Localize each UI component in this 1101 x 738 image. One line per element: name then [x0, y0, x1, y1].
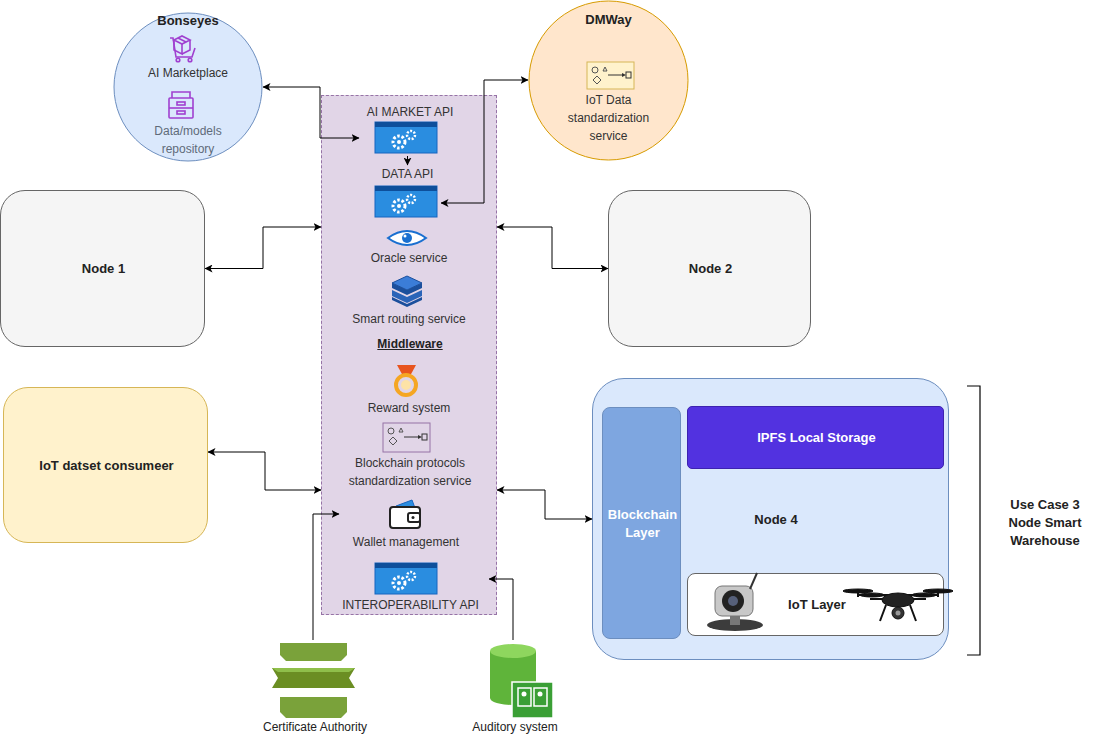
circle-shape — [529, 1, 688, 160]
api-item: DATA API — [374, 165, 441, 220]
node-label: Node 1 — [1, 260, 206, 278]
service-item: Reward system — [356, 364, 462, 417]
external-system: Auditory system — [440, 640, 590, 738]
node-label: IoT datset consumeer — [4, 457, 209, 475]
node-label: Smart routing service — [339, 310, 479, 328]
connector-arrow — [208, 452, 321, 490]
service-item: Wallet management — [339, 501, 473, 551]
bracket-label: Use Case 3 Node Smart Warehouse — [1001, 496, 1089, 550]
node-label: Wallet management — [339, 533, 473, 551]
node-label: Bonseyes — [113, 12, 263, 30]
service-item: Smart routing service — [339, 276, 479, 328]
api-icon — [375, 186, 437, 217]
circle-shape — [114, 13, 262, 161]
connector-arrow — [263, 87, 359, 138]
process-icon — [587, 62, 634, 89]
service-item: Blockchain protocols standardization ser… — [335, 424, 485, 492]
connector-arrow — [313, 514, 339, 640]
node-label: DMWay — [528, 11, 689, 29]
middleware-band: Middleware AI MARKET API DATA API Oracle se… — [321, 95, 497, 615]
routing-icon — [392, 276, 422, 307]
node-label: Blockchain protocols standardization ser… — [335, 454, 485, 490]
node-label: Blockchain Layer — [603, 506, 682, 542]
external-system: Certificate Authority — [240, 640, 390, 738]
node-label: INTEROPERABILITY API — [332, 596, 489, 614]
api-icon — [375, 122, 437, 153]
node-label: IoT Layer — [767, 596, 867, 614]
connector-arrow — [441, 80, 528, 203]
connector-arrow — [407, 156, 408, 165]
node-text: AI Marketplace — [113, 64, 263, 82]
node-label: Certificate Authority — [240, 718, 390, 736]
node-box: Node 2 — [608, 190, 811, 347]
authority-icon — [272, 643, 355, 718]
api-icon — [375, 563, 437, 594]
service-item: Oracle service — [351, 229, 467, 267]
storage-box: IPFS Local Storage — [687, 406, 944, 469]
wallet-icon — [390, 500, 420, 528]
circle-outline — [113, 12, 263, 162]
layer-box: IoT Layer — [687, 573, 944, 636]
marketplace-icon — [170, 36, 195, 62]
node-label: Middleware — [322, 335, 498, 353]
database-icon — [490, 644, 553, 718]
eye-icon — [388, 231, 426, 245]
node-label: Auditory system — [440, 718, 590, 736]
drone-icon — [843, 589, 953, 621]
node-text: IoT Data standardization service — [553, 91, 664, 145]
connector-arrow — [205, 227, 321, 269]
service-circle: Bonseyes AI MarketplaceData/models reposi… — [113, 12, 263, 162]
connector-arrow — [489, 579, 513, 640]
repository-icon — [169, 92, 193, 118]
node-label: Oracle service — [351, 249, 467, 267]
bracket — [967, 386, 980, 655]
node-label: Node 4 — [731, 511, 821, 529]
node-label: AI MARKET API — [359, 103, 461, 121]
api-item: AI MARKET API — [359, 103, 461, 156]
consumer-box: IoT datset consumeer — [3, 387, 208, 543]
node-container: Node 4 Blockchain Layer IPFS Local Storage… — [592, 378, 949, 660]
node-text: Data/models repository — [138, 122, 238, 158]
service-circle: DMWayIoT Data standardization service — [528, 0, 689, 161]
node-label: IPFS Local Storage — [688, 429, 945, 447]
node-label: DATA API — [374, 165, 441, 183]
node-label: Node 2 — [609, 260, 812, 278]
node-box: Node 1 — [0, 190, 205, 347]
medal-icon — [396, 365, 416, 395]
node-label: Reward system — [356, 399, 462, 417]
layer-box: Blockchain Layer — [602, 407, 681, 639]
process-icon — [383, 423, 430, 452]
connector-arrow — [497, 227, 608, 269]
api-item: INTEROPERABILITY API — [332, 561, 489, 615]
camera-icon — [707, 573, 763, 631]
connector-arrow — [497, 490, 592, 519]
